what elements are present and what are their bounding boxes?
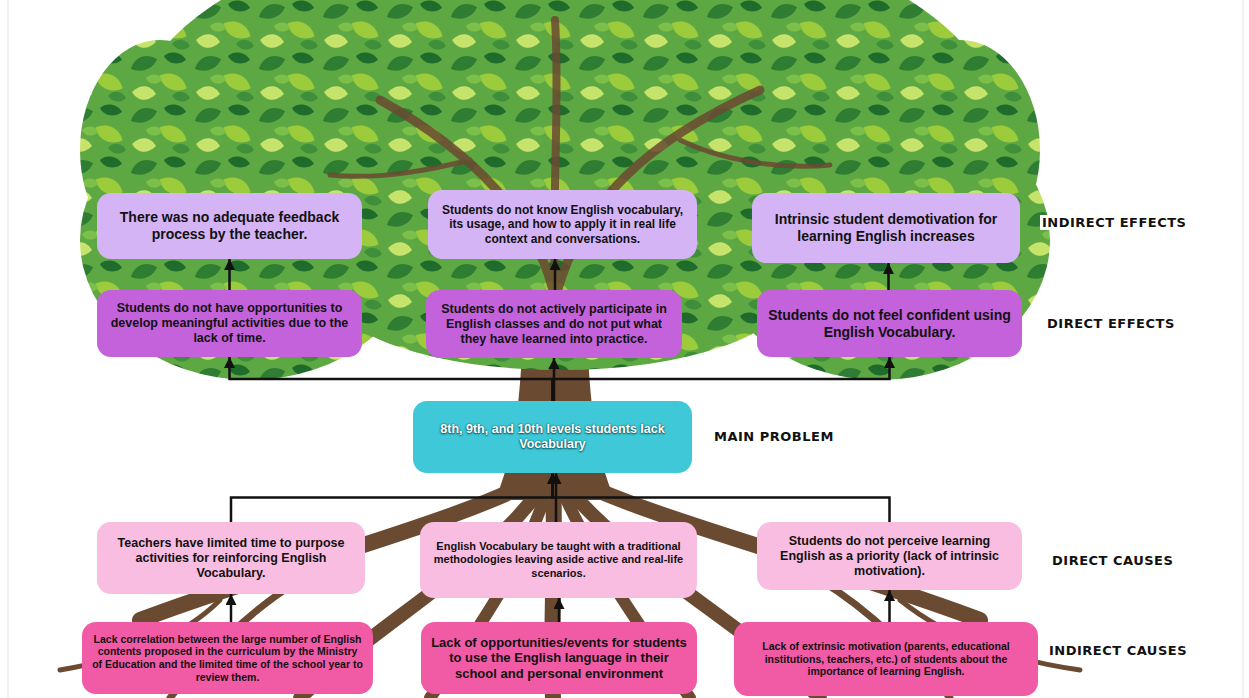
box-text: English Vocabulary be taught with a trad… [430,540,687,580]
arrow-connector [887,263,890,290]
box-text: Teachers have limited time to purpose ac… [107,536,355,581]
box-text: Intrinsic student demotivation for learn… [762,211,1010,245]
level-label: INDIRECT CAUSES [1047,643,1189,658]
box-text: Students do not feel confident using Eng… [767,307,1012,341]
box-text: There was no adequate feedback process b… [107,209,352,243]
box-text: 8th, 9th, and 10th levels students lack … [423,422,682,452]
box-text: Lack of extrinsic motivation (parents, e… [744,640,1028,678]
box-text: Students do not have opportunities to de… [107,301,352,346]
arrow-connector [230,594,233,622]
page-border [8,0,9,698]
box-text: Students do not actively participate in … [436,302,672,347]
arrow-connector [558,598,561,622]
tree-roots [60,470,1080,698]
arrow-connector [888,590,891,622]
box-text: Students do not know English vocabulary,… [438,203,687,246]
problem-box: Lack of extrinsic motivation (parents, e… [734,622,1038,696]
problem-box: Teachers have limited time to purpose ac… [97,522,365,594]
tree-canopy [80,0,1050,380]
box-text: Lack of opportunities/events for student… [431,635,687,682]
arrow-connector [228,259,231,290]
level-label: DIRECT CAUSES [1050,553,1175,568]
problem-box: There was no adequate feedback process b… [97,193,362,259]
problem-box: English Vocabulary be taught with a trad… [420,522,697,598]
arrow-connector [553,357,890,401]
problem-box: Students do not perceive learning Englis… [757,522,1022,590]
problem-box: Lack correlation between the large numbe… [82,622,373,694]
arrow-connector [230,357,553,401]
box-text: Students do not perceive learning Englis… [767,534,1012,579]
problem-box: Intrinsic student demotivation for learn… [752,193,1020,263]
level-label: MAIN PROBLEM [712,429,836,444]
box-text: Lack correlation between the large numbe… [92,633,363,683]
problem-box: 8th, 9th, and 10th levels students lack … [413,401,692,473]
arrow-connector [231,473,553,522]
arrow-connector [554,259,557,290]
page-border [1243,0,1244,698]
problem-box: Students do not know English vocabulary,… [428,190,697,259]
problem-box: Students do not actively participate in … [426,290,682,358]
problem-box: Students do not have opportunities to de… [97,290,362,357]
arrow-connector [553,473,890,522]
problem-box: Students do not feel confident using Eng… [757,290,1022,357]
level-label: INDIRECT EFFECTS [1040,215,1188,230]
level-label: DIRECT EFFECTS [1045,316,1177,331]
problem-box: Lack of opportunities/events for student… [421,622,697,694]
